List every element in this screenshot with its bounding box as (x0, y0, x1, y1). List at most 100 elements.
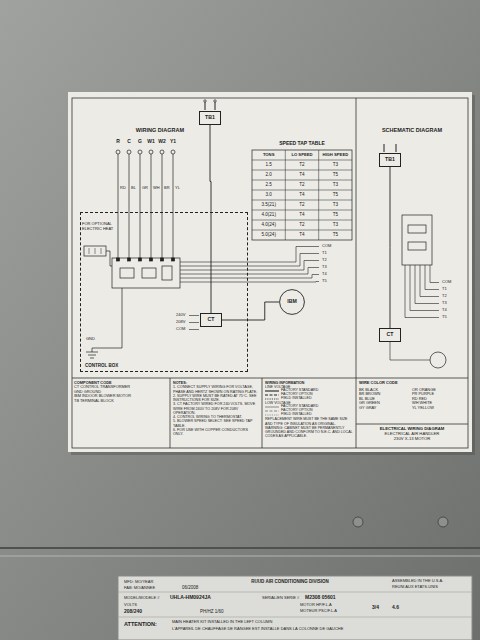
panel-screw (438, 517, 448, 527)
component-label: CT (208, 317, 215, 323)
note-text: 5. BLOWER SPEED SELECT: SEE SPEED TAP TA… (173, 419, 259, 428)
table-rule (252, 210, 352, 211)
rating-plate-text: ASSEMBLED IN THE U.S.A. (392, 579, 443, 584)
terminal-block: TB1 (379, 153, 401, 167)
voltage-tap: 240V (176, 313, 185, 318)
line-sample-stroke (265, 407, 279, 408)
component-label: TB1 (385, 157, 395, 163)
supply-lead-end (204, 100, 206, 102)
motor-lead (180, 275, 319, 279)
rating-plate-text: MOTEUR PSC/F.L.A (300, 609, 337, 614)
table-rule (285, 150, 286, 240)
motor-lead (180, 268, 319, 275)
legend-row: FIELD INSTALLED (265, 413, 353, 417)
board-terminal (172, 258, 175, 261)
line-sample-stroke (265, 395, 279, 396)
wire-connector (210, 125, 211, 313)
wire-color-tag: YL (175, 186, 180, 191)
text-panel: WIRE COLOR CODE (359, 381, 465, 386)
line-voltage-wire (384, 144, 385, 152)
panel-seam (0, 556, 480, 557)
rating-plate-text: UHLA-HM0924JA (170, 595, 211, 601)
table-header: HIGH SPEED (319, 150, 352, 160)
rating-plate-text: PH/HZ 1/60 (200, 609, 224, 614)
table-rule (252, 190, 352, 191)
rating-plate-text: FAB: MO/ANNEE (124, 586, 155, 591)
panel-screw (353, 517, 363, 527)
rating-plate-text: 208/240 (124, 609, 142, 615)
motor-tap: T1 (322, 251, 327, 256)
board-terminal (139, 258, 142, 261)
plate-rule (118, 617, 472, 618)
ground-symbol (90, 358, 94, 359)
component-label: TB1 (205, 115, 215, 121)
supply-lead-end (214, 100, 216, 102)
schematic-motor-lead (415, 265, 439, 304)
frame-divider (356, 98, 357, 448)
terminal-name: R (116, 139, 120, 145)
terminal-screw (127, 150, 131, 154)
table-cell: T2 (285, 160, 318, 170)
text-panel: BK BLACKBR BROWNBL BLUEGR GREENGY GRAYOR… (359, 388, 465, 410)
terminal-block: TB1 (199, 111, 221, 125)
paper-label (68, 92, 472, 452)
wire-color-tag: WH (153, 186, 160, 191)
board-terminal (150, 258, 153, 261)
motor-tap: COM (442, 280, 451, 285)
schematic-motor-lead (405, 265, 439, 318)
board-connector (162, 266, 172, 280)
rating-plate-text: MODEL/MODELE # (124, 596, 160, 601)
schematic-motor-lead (430, 265, 439, 283)
component-label: CT (387, 332, 394, 338)
low-voltage-wire (118, 154, 119, 258)
table-cell: 4.0(24) (252, 220, 285, 230)
heat-plug-wire (106, 251, 112, 266)
note-text: 1. CONNECT SUPPLY WIRING FOR VOLTAGE, PH… (173, 385, 259, 394)
note-text: REPLACEMENT WIRE MUST BE THE SAME SIZE A… (265, 417, 353, 425)
schematic-relay (408, 225, 426, 233)
terminal-screw (116, 150, 120, 154)
table-cell: T2 (285, 180, 318, 190)
table-header: TONS (252, 150, 285, 160)
section-heading: SCHEMATIC DIAGRAM (382, 127, 442, 133)
note-text: FOR OPTIONAL ELECTRIC HEAT (82, 222, 114, 231)
line-sample (265, 393, 279, 397)
control-transformer: CT (379, 328, 401, 342)
motor-tap: T5 (322, 279, 327, 284)
wire-color-tag: GR (142, 186, 148, 191)
terminal-screw (171, 150, 175, 154)
text-panel: COMPONENT CODECT CONTROL TRANSFORMERGND … (74, 381, 166, 403)
rating-plate-text: REUNI AUX ETATS-UNIS (392, 585, 438, 590)
motor-lead (180, 254, 319, 267)
frame-divider (356, 424, 468, 425)
component-label: CONTROL BOX (85, 364, 118, 369)
frame-divider (262, 378, 263, 448)
line-voltage-wire (396, 144, 397, 152)
motor-circle-outline (280, 290, 305, 315)
table-cell: T4 (285, 230, 318, 240)
table-cell: 4.0(21) (252, 210, 285, 220)
rating-plate-text: MFD: MO/YEAR (124, 580, 153, 585)
section-heading: SPEED TAP TABLE (279, 141, 325, 147)
table-cell: T2 (285, 200, 318, 210)
plug-pin (101, 248, 102, 254)
motor-tap: T4 (442, 308, 447, 313)
schematic-motor-symbol (430, 352, 446, 368)
terminal-name: C (127, 139, 131, 145)
heat-plug (84, 246, 106, 256)
schematic-wire (390, 342, 430, 360)
wiring-drawing (84, 100, 446, 368)
ground-wire (92, 288, 122, 352)
section-heading: WIRING DIAGRAM (136, 127, 184, 133)
blower-motor: IBM (279, 289, 305, 315)
table-rule (252, 170, 352, 171)
low-voltage-wire (129, 154, 130, 258)
board-relay (142, 268, 156, 278)
line-sample-stroke (265, 415, 279, 416)
table-rule (252, 220, 352, 221)
motor-tap: T2 (322, 258, 327, 263)
rating-plate-text: 3/4 (372, 605, 379, 611)
text-panel: WIRING INFORMATIONLINE VOLTAGEFACTORY ST… (265, 381, 353, 438)
